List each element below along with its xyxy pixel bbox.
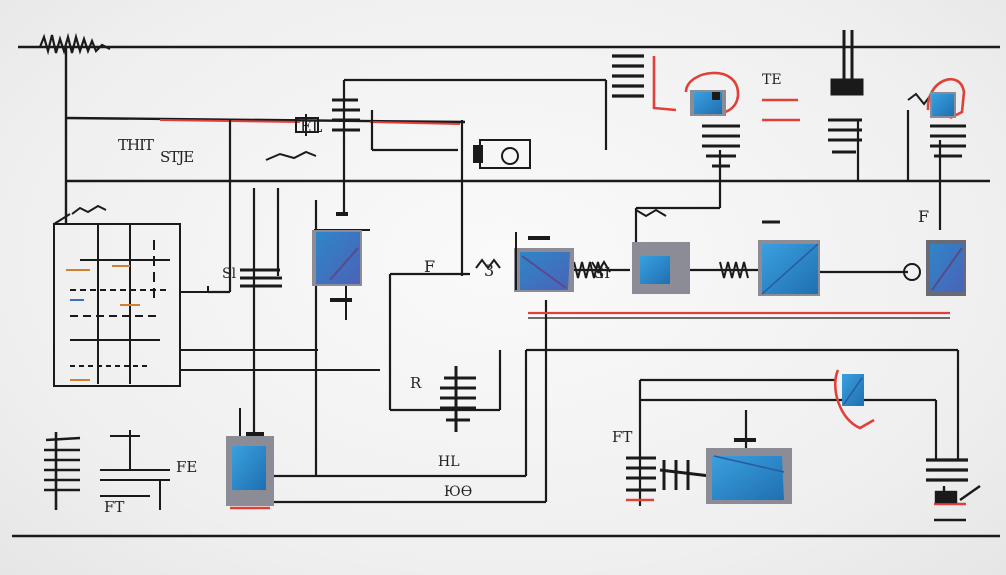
label-mid-f: F xyxy=(424,257,435,276)
left-bank-color-ticks xyxy=(66,265,140,381)
diagram-labels: EL THIT STJE TE F 3 SI Sl F FE FT HL ЮӨ … xyxy=(104,72,929,516)
main-rails xyxy=(12,45,1000,538)
fitting-left-pin xyxy=(295,114,319,136)
coil-left xyxy=(44,432,81,510)
module-bottom-left xyxy=(226,408,274,506)
module-center-left xyxy=(312,212,370,320)
red-loops xyxy=(230,56,966,510)
fitting-bottom-far-right xyxy=(934,485,981,522)
module-center xyxy=(514,232,574,292)
module-right-large xyxy=(758,220,820,296)
label-mid-right-b: Sl xyxy=(222,266,237,282)
coil-top-right-b xyxy=(828,30,864,154)
coil-top-right-a xyxy=(702,124,740,168)
label-top-left-a: THIT xyxy=(118,136,154,154)
left-bottom-cluster xyxy=(100,430,170,510)
module-far-right xyxy=(903,240,966,296)
red-trace-right xyxy=(528,311,950,319)
coil-top xyxy=(612,54,644,98)
label-mid-3: 3 xyxy=(484,261,494,280)
module-bottom-right xyxy=(706,438,792,504)
module-top-right-a xyxy=(690,90,726,116)
left-component-bank xyxy=(53,204,380,387)
module-red-right xyxy=(842,374,864,406)
label-left-fe: FE xyxy=(176,458,197,476)
vertical-wires xyxy=(208,78,960,506)
label-top-left-b: STJE xyxy=(160,148,193,166)
coil-top-right-c xyxy=(930,124,966,158)
coil-center xyxy=(440,366,476,432)
connector-squiggles xyxy=(265,92,931,279)
coil-mid-left xyxy=(240,268,282,288)
label-center-tot: ЮӨ xyxy=(444,484,472,500)
coil-bottom-right-a xyxy=(626,456,711,492)
coil-top-center xyxy=(332,98,360,132)
label-ft-bottom: FT xyxy=(104,498,124,516)
label-top-right: TE xyxy=(762,72,782,88)
fitting-valve-top xyxy=(473,139,531,169)
label-mid-right-a: SI xyxy=(594,264,610,282)
squiggle-top-left xyxy=(38,32,111,56)
label-right-r: R xyxy=(410,374,422,392)
label-left-fi: FT xyxy=(612,428,632,446)
label-center-hl: HL xyxy=(438,454,460,470)
module-top-right-b xyxy=(930,92,956,118)
label-right-f: F xyxy=(918,207,929,226)
upper-branch xyxy=(65,116,466,124)
label-ref-1: EL xyxy=(300,117,323,136)
red-trace-mid xyxy=(369,121,461,125)
module-center-right xyxy=(632,242,690,294)
coil-right-bottom xyxy=(926,458,968,482)
